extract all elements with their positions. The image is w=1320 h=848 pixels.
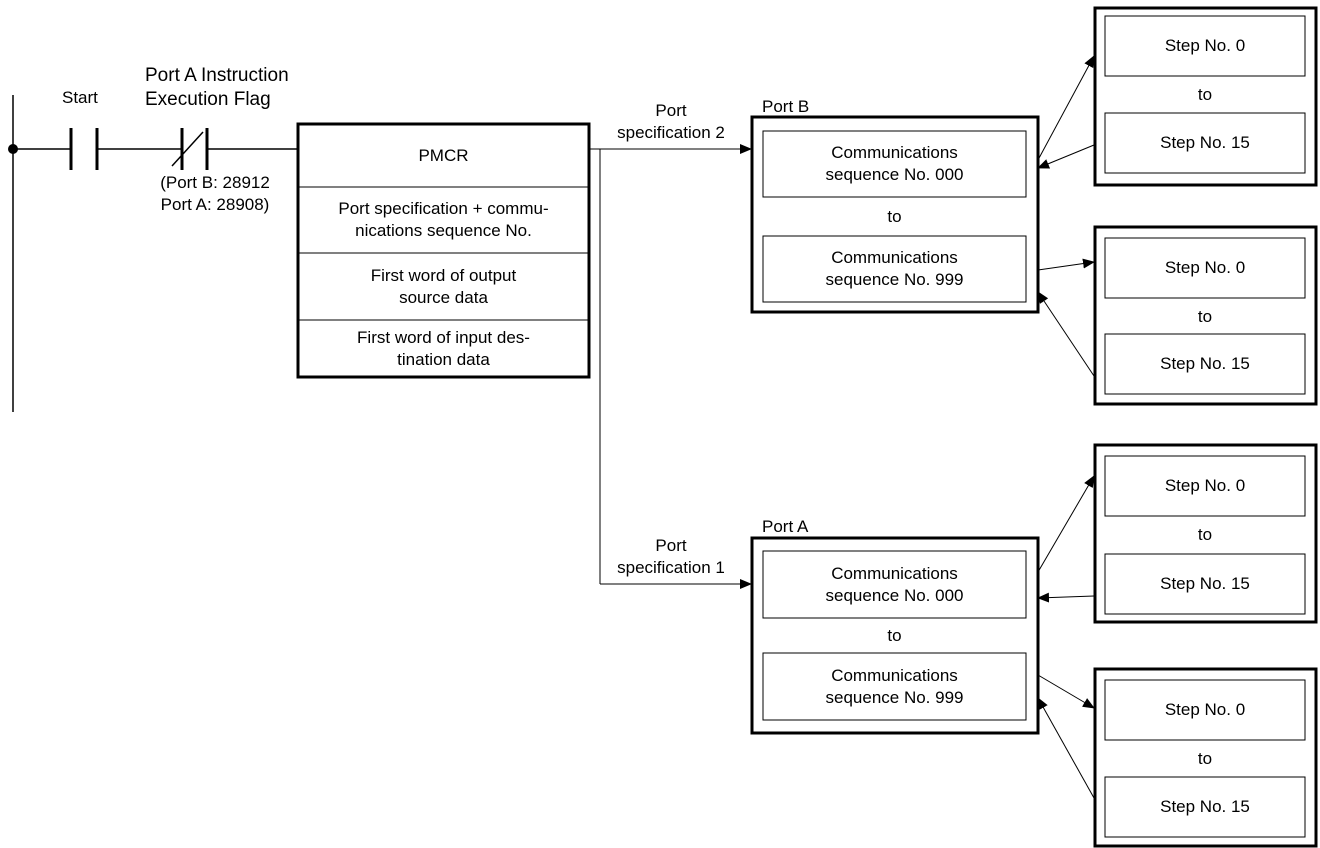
step-b1-first: Step No. 0	[1164, 36, 1246, 55]
arrow-a-step-to-seq000	[1037, 592, 1095, 603]
port-b-spec-label: Port specification 2	[617, 101, 725, 142]
step-b1-last: Step No. 15	[1160, 133, 1250, 152]
step-a1-last: Step No. 15	[1160, 574, 1250, 593]
step-box-b1	[1093, 6, 1318, 187]
port-a-box	[750, 536, 1040, 735]
step-b1-to: to	[1197, 85, 1213, 104]
port-b-seq-last: Communications sequence No. 999	[825, 248, 964, 289]
step-a2-to: to	[1197, 749, 1213, 768]
execution-flag-label: Port A Instruction Execution Flag	[145, 65, 289, 110]
pmcr-operand-3: First word of input des- tination data	[357, 327, 530, 369]
step-a1-to: to	[1197, 525, 1213, 544]
pmcr-operand-1: Port specification + commu- nications se…	[338, 199, 549, 240]
port-a-seq-first: Communications sequence No. 000	[825, 563, 964, 605]
port-b-title: Port B	[762, 97, 810, 116]
step-b2-last: Step No. 15	[1160, 354, 1250, 373]
step-a2-first: Step No. 0	[1164, 700, 1246, 719]
port-b-seq-last-box	[762, 235, 1027, 303]
port-b-seq-first-box	[762, 130, 1027, 198]
arrow-a-step-to-seq999	[1037, 697, 1095, 799]
arrow-b-seq999-to-step	[1037, 258, 1095, 271]
port-a-title: Port A	[762, 517, 809, 536]
port-b-box	[750, 115, 1040, 314]
port-a-seq-last: Communications sequence No. 999	[825, 665, 964, 707]
port-b-to: to	[887, 207, 902, 226]
step-box-a1	[1093, 443, 1318, 624]
port-a-spec-label: Port specification 1	[617, 536, 725, 577]
step-b2-to: to	[1197, 307, 1213, 326]
step-box-b2	[1093, 225, 1318, 406]
arrow-b-step-to-seq999	[1037, 291, 1095, 377]
port-a-seq-last-box	[762, 652, 1027, 721]
pmcr-operand-2: First word of output source data	[370, 265, 517, 307]
step-a1-first: Step No. 0	[1164, 476, 1246, 495]
arrow-b-step-to-seq000	[1037, 144, 1095, 169]
start-contact	[69, 128, 99, 170]
start-label: Start	[62, 88, 98, 107]
arrow-a-seq000-to-step	[1037, 475, 1095, 573]
port-a-to: to	[887, 626, 902, 645]
step-a2-last: Step No. 15	[1160, 797, 1250, 816]
step-box-a2	[1093, 667, 1318, 848]
arrow-b-seq000-to-step	[1037, 55, 1095, 161]
flag-address-note: (Port B: 28912 Port A: 28908)	[160, 173, 270, 214]
port-a-seq-first-box	[762, 550, 1027, 619]
arrow-a-seq999-to-step	[1037, 674, 1095, 709]
pmcr-title: PMCR	[418, 145, 469, 165]
port-b-seq-first: Communications sequence No. 000	[825, 143, 964, 184]
pmcr-block	[296, 122, 591, 379]
step-b2-first: Step No. 0	[1164, 258, 1246, 277]
